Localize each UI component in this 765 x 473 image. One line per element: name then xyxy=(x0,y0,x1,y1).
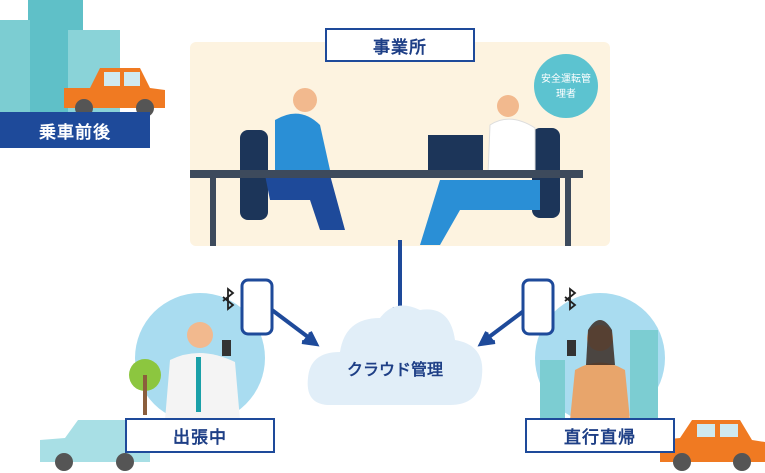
trip-person xyxy=(129,322,240,420)
bluetooth-icon xyxy=(564,287,577,311)
business-trip-label: 出張中 xyxy=(125,418,275,453)
smartphone-icon xyxy=(521,278,555,336)
orange-car-bottom xyxy=(660,420,765,471)
direct-label: 直行直帰 xyxy=(525,418,675,453)
bluetooth-icon xyxy=(222,287,235,311)
direct-person xyxy=(540,320,658,420)
cloud-label: クラウド管理 xyxy=(346,360,443,379)
cyan-car xyxy=(40,420,150,471)
smartphone-icon xyxy=(240,278,274,336)
office-scene xyxy=(190,88,583,246)
manager-badge-circle xyxy=(534,54,598,118)
cloud-shape xyxy=(307,305,483,405)
office-label: 事業所 xyxy=(325,28,475,62)
before-after-label: 乗車前後 xyxy=(0,112,150,148)
manager-badge: 安全運転管理者 xyxy=(541,74,591,100)
